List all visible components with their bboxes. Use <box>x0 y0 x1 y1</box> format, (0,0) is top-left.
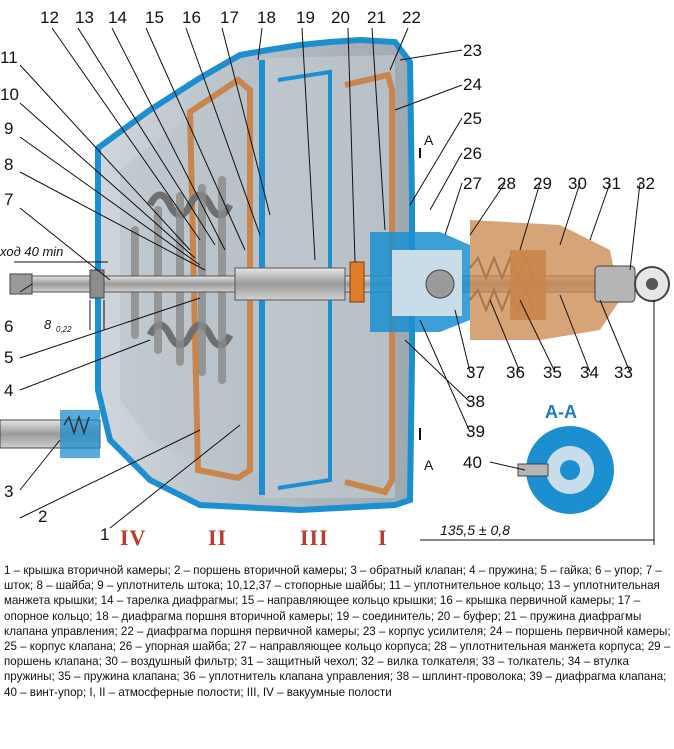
callout-25: 25 <box>463 109 482 128</box>
cavity-ii: II <box>208 525 227 550</box>
callout-23: 23 <box>463 41 482 60</box>
callout-11: 11 <box>0 48 18 67</box>
valve-body <box>370 232 470 332</box>
vacuum-booster-diagram: 1 2 3 4 5 6 7 8 9 10 11 12 13 14 15 16 1… <box>0 8 670 550</box>
section-mark-a-top: A <box>424 132 434 148</box>
callout-numbers: 1 2 3 4 5 6 7 8 9 10 11 12 13 14 15 16 1… <box>0 8 655 544</box>
callout-13: 13 <box>75 8 94 27</box>
callout-38: 38 <box>466 392 485 411</box>
leader-lines <box>19 27 641 529</box>
callout-12: 12 <box>40 8 59 27</box>
callout-18: 18 <box>257 8 276 27</box>
callout-39: 39 <box>466 422 485 441</box>
section-title: A-A <box>545 402 577 422</box>
dimension-lines <box>14 148 655 545</box>
length-dimension: 135,5 ± 0,8 <box>440 522 510 538</box>
callout-9: 9 <box>4 119 13 138</box>
callout-37: 37 <box>466 363 485 382</box>
callout-19: 19 <box>296 8 315 27</box>
callout-24: 24 <box>463 75 482 94</box>
legend-caption: 1 – крышка вторичной камеры; 2 – поршень… <box>4 564 671 699</box>
callout-8: 8 <box>4 155 13 174</box>
callout-21: 21 <box>367 8 386 27</box>
callout-4: 4 <box>4 381 13 400</box>
callout-1: 1 <box>100 525 109 544</box>
callout-2: 2 <box>38 507 47 526</box>
callout-17: 17 <box>220 8 239 27</box>
pushrod-fork <box>594 265 670 303</box>
callout-33: 33 <box>614 363 633 382</box>
callout-26: 26 <box>463 144 482 163</box>
check-valve <box>0 410 101 458</box>
buffer <box>349 261 365 303</box>
cavity-i: I <box>378 525 388 550</box>
stroke-dimension: ход 40 min <box>0 244 63 259</box>
cavity-iii: III <box>300 525 329 550</box>
callout-40: 40 <box>463 453 482 472</box>
callout-10: 10 <box>0 85 19 104</box>
callout-15: 15 <box>145 8 164 27</box>
cavity-iv: IV <box>120 525 146 550</box>
callout-16: 16 <box>182 8 201 27</box>
callout-7: 7 <box>4 190 13 209</box>
callout-6: 6 <box>4 317 13 336</box>
callout-22: 22 <box>402 8 421 27</box>
callout-34: 34 <box>580 363 599 382</box>
diaphragm-secondary-piston <box>186 76 253 482</box>
gap-dimension: 8 <box>44 317 52 332</box>
callout-31: 31 <box>602 174 621 193</box>
annotation-text: A A A-A ход 40 min 8 0,22 135,5 ± 0,8 <box>0 132 577 538</box>
callout-36: 36 <box>506 363 525 382</box>
section-mark-a-bottom: A <box>424 457 434 473</box>
callout-35: 35 <box>543 363 562 382</box>
callout-32: 32 <box>636 174 655 193</box>
protective-boot <box>470 220 620 340</box>
callout-28: 28 <box>497 174 516 193</box>
cavity-labels: IV II III I <box>120 525 388 550</box>
section-aa-view <box>517 426 614 514</box>
callout-14: 14 <box>108 8 127 27</box>
callout-27: 27 <box>463 174 482 193</box>
callout-20: 20 <box>331 8 350 27</box>
callout-5: 5 <box>4 348 13 367</box>
callout-29: 29 <box>533 174 552 193</box>
callout-3: 3 <box>4 482 13 501</box>
gap-tolerance: 0,22 <box>56 325 72 334</box>
callout-30: 30 <box>568 174 587 193</box>
